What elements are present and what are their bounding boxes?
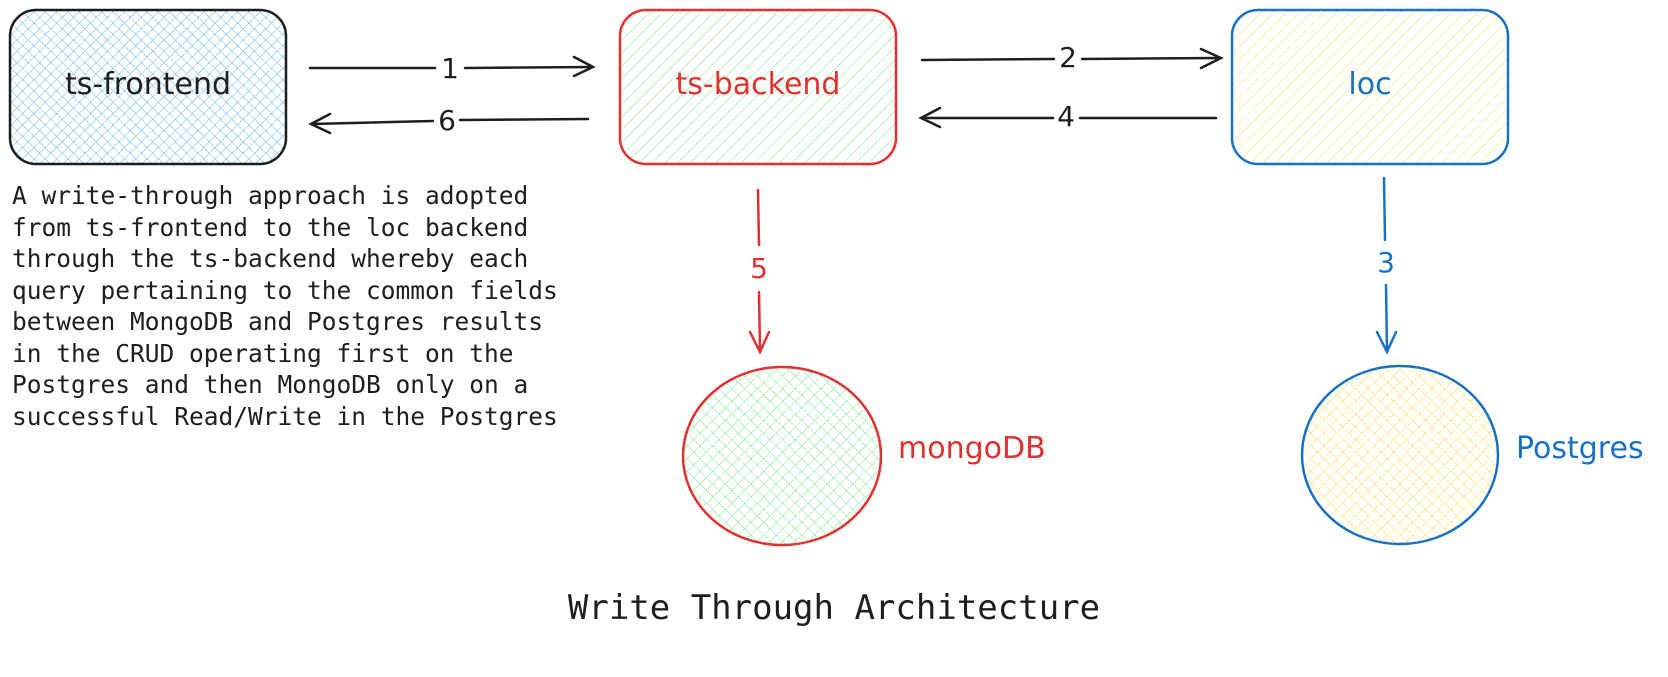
edge-2-line-a xyxy=(920,57,1056,62)
ts-frontend-label: ts-frontend xyxy=(65,67,231,102)
ts-backend-label: ts-backend xyxy=(676,67,841,102)
edge-2-label: 2 xyxy=(1059,41,1077,74)
description-text: A write-through approach is adopted from… xyxy=(12,180,558,432)
mongodb-node: mongoDB xyxy=(681,365,1046,547)
description-line: from ts-frontend to the loc backend xyxy=(12,212,529,242)
edge-5-label: 5 xyxy=(750,252,768,285)
mongodb-circle xyxy=(681,365,883,547)
diagram-title: Write Through Architecture xyxy=(567,588,1101,628)
edge-2 xyxy=(920,47,1224,70)
edge-1-label: 1 xyxy=(441,52,459,85)
edge-3-line-a xyxy=(1382,176,1387,242)
edge-4 xyxy=(918,106,1218,129)
edge-3-arrowhead xyxy=(1375,330,1398,355)
edge-5-arrowhead xyxy=(748,330,771,355)
edge-4-arrowhead xyxy=(918,106,942,129)
ts-frontend-box xyxy=(8,8,288,166)
edge-5 xyxy=(748,188,771,355)
edge-3-line-b xyxy=(1384,283,1389,352)
loc-label: loc xyxy=(1348,67,1391,102)
edge-1 xyxy=(308,55,596,78)
mongodb-label: mongoDB xyxy=(898,431,1046,466)
description-line: through the ts-backend whereby each xyxy=(12,244,529,273)
description-line: between MongoDB and Postgres results xyxy=(12,307,544,336)
edge-3 xyxy=(1375,176,1398,355)
postgres-node: Postgres xyxy=(1300,364,1644,546)
edge-5-line-a xyxy=(756,188,761,247)
description-line: A write-through approach is adopted xyxy=(12,181,529,210)
description-line: query pertaining to the common fields xyxy=(12,275,558,305)
edge-2-arrowhead xyxy=(1199,47,1224,70)
edge-6-label: 6 xyxy=(438,104,456,137)
edge-6-arrowhead xyxy=(308,112,332,135)
description-line: Postgres and then MongoDB only on a xyxy=(12,370,529,399)
edge-1-line-b xyxy=(463,65,594,70)
edge-6-line-a xyxy=(458,117,590,122)
ts-frontend-node: ts-frontend xyxy=(8,8,288,166)
postgres-circle xyxy=(1300,364,1500,546)
edge-5-line-b xyxy=(757,290,762,352)
edge-3-label: 3 xyxy=(1377,246,1395,279)
loc-node: loc xyxy=(1230,8,1510,166)
edge-6 xyxy=(308,112,590,135)
postgres-label: Postgres xyxy=(1516,431,1644,466)
edge-4-label: 4 xyxy=(1057,100,1075,133)
loc-box xyxy=(1230,8,1510,166)
edge-6-line-b xyxy=(310,119,435,126)
description-line: successful Read/Write in the Postgres xyxy=(12,401,558,431)
edge-2-line-b xyxy=(1080,56,1222,61)
edge-1-arrowhead xyxy=(572,55,596,78)
ts-backend-box xyxy=(618,8,898,166)
description-line: in the CRUD operating first on the xyxy=(12,338,514,368)
ts-backend-node: ts-backend xyxy=(618,8,898,166)
